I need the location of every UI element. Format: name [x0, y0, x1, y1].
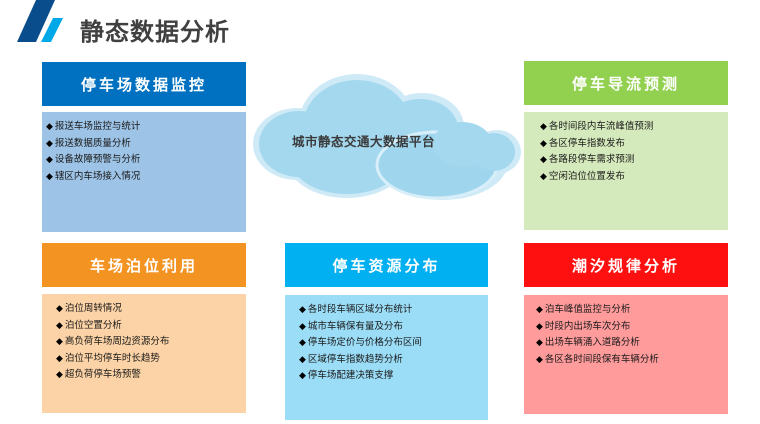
item-list: ◆各时段车辆区域分布统计 ◆城市车辆保有量及分布 ◆停车场定价与价格分布区间 ◆…: [299, 302, 488, 385]
list-item: ◆各区各时间段保有车辆分析: [536, 353, 659, 365]
diamond-bullet-icon: ◆: [299, 354, 306, 365]
module-header: 停车导流预测: [524, 61, 728, 105]
page-title: 静态数据分析: [80, 18, 230, 46]
module-title: 停车资源分布: [332, 256, 441, 275]
module-body: ◆各时间段内车流峰值预测 ◆各区停车指数发布 ◆各路段停车需求预测 ◆空闲泊位位…: [524, 112, 728, 230]
diamond-bullet-icon: ◆: [46, 138, 53, 149]
diamond-bullet-icon: ◆: [46, 122, 53, 132]
diamond-bullet-icon: ◆: [540, 171, 547, 182]
list-item: ◆区域停车指数趋势分析: [299, 353, 403, 365]
diamond-bullet-icon: ◆: [536, 321, 543, 332]
module-body: ◆泊车峰值监控与分析 ◆时段内出场车次分布 ◆出场车辆涌入道路分析 ◆各区各时间…: [524, 295, 728, 414]
list-item: ◆泊位平均停车时长趋势: [56, 352, 160, 364]
item-list: ◆各时间段内车流峰值预测 ◆各区停车指数发布 ◆各路段停车需求预测 ◆空闲泊位位…: [540, 119, 728, 185]
list-item: ◆泊位周转情况: [56, 303, 122, 314]
item-list: ◆泊位周转情况 ◆泊位空置分析 ◆高负荷车场周边资源分布 ◆泊位平均停车时长趋势…: [56, 301, 246, 384]
logo-icon: [17, 0, 63, 42]
diamond-bullet-icon: ◆: [540, 155, 547, 165]
list-item: ◆空闲泊位位置发布: [540, 170, 625, 182]
list-item: ◆高负荷车场周边资源分布: [56, 336, 170, 347]
diamond-bullet-icon: ◆: [56, 353, 63, 364]
diamond-bullet-icon: ◆: [46, 171, 53, 182]
list-item: ◆设备故障预警与分析: [46, 154, 141, 165]
list-item: ◆出场车辆涌入道路分析: [536, 337, 640, 348]
module-title: 停车导流预测: [571, 74, 680, 93]
diamond-bullet-icon: ◆: [56, 304, 63, 314]
module-title: 车场泊位利用: [89, 256, 198, 275]
diamond-bullet-icon: ◆: [299, 338, 306, 348]
list-item: ◆城市车辆保有量及分布: [299, 320, 403, 332]
item-list: ◆报送车场监控与统计 ◆报送数据质量分析 ◆设备故障预警与分析 ◆辖区内车场接入…: [46, 119, 246, 185]
module-parking-monitoring: 停车场数据监控 ◆报送车场监控与统计 ◆报送数据质量分析 ◆设备故障预警与分析 …: [42, 62, 246, 232]
diamond-bullet-icon: ◆: [540, 122, 547, 132]
diamond-bullet-icon: ◆: [536, 305, 543, 315]
list-item: ◆超负荷停车场预警: [56, 369, 141, 380]
list-item: ◆停车场配建决策支撑: [299, 370, 394, 381]
diamond-bullet-icon: ◆: [56, 370, 63, 380]
item-list: ◆泊车峰值监控与分析 ◆时段内出场车次分布 ◆出场车辆涌入道路分析 ◆各区各时间…: [536, 302, 728, 368]
cloud-icon: [253, 74, 521, 200]
diamond-bullet-icon: ◆: [299, 371, 306, 381]
module-body: ◆报送车场监控与统计 ◆报送数据质量分析 ◆设备故障预警与分析 ◆辖区内车场接入…: [42, 112, 246, 232]
module-header: 车场泊位利用: [42, 243, 246, 287]
diamond-bullet-icon: ◆: [56, 320, 63, 331]
list-item: ◆泊位空置分析: [56, 319, 122, 331]
list-item: ◆报送数据质量分析: [46, 137, 131, 149]
list-item: ◆报送车场监控与统计: [46, 121, 141, 132]
module-berth-utilization: 车场泊位利用 ◆泊位周转情况 ◆泊位空置分析 ◆高负荷车场周边资源分布 ◆泊位平…: [42, 243, 246, 413]
platform-label: 城市静态交通大数据平台: [292, 134, 436, 149]
diamond-bullet-icon: ◆: [536, 354, 543, 365]
diamond-bullet-icon: ◆: [540, 138, 547, 149]
diamond-bullet-icon: ◆: [299, 305, 306, 315]
list-item: ◆各时间段内车流峰值预测: [540, 121, 654, 132]
list-item: ◆泊车峰值监控与分析: [536, 304, 631, 315]
list-item: ◆停车场定价与价格分布区间: [299, 337, 422, 348]
module-parking-guidance: 停车导流预测 ◆各时间段内车流峰值预测 ◆各区停车指数发布 ◆各路段停车需求预测…: [524, 61, 728, 230]
module-body: ◆泊位周转情况 ◆泊位空置分析 ◆高负荷车场周边资源分布 ◆泊位平均停车时长趋势…: [42, 294, 246, 413]
diamond-bullet-icon: ◆: [299, 321, 306, 332]
module-header: 停车场数据监控: [42, 62, 246, 106]
module-title: 潮汐规律分析: [571, 256, 680, 275]
list-item: ◆各时段车辆区域分布统计: [299, 304, 413, 315]
module-resource-distribution: 停车资源分布 ◆各时段车辆区域分布统计 ◆城市车辆保有量及分布 ◆停车场定价与价…: [285, 243, 488, 420]
list-item: ◆辖区内车场接入情况: [46, 170, 141, 182]
diamond-bullet-icon: ◆: [536, 338, 543, 348]
diamond-bullet-icon: ◆: [46, 155, 53, 165]
list-item: ◆时段内出场车次分布: [536, 320, 631, 332]
module-body: ◆各时段车辆区域分布统计 ◆城市车辆保有量及分布 ◆停车场定价与价格分布区间 ◆…: [285, 295, 488, 420]
module-header: 停车资源分布: [285, 243, 488, 287]
list-item: ◆各区停车指数发布: [540, 137, 625, 149]
module-title: 停车场数据监控: [80, 75, 207, 94]
module-tidal-analysis: 潮汐规律分析 ◆泊车峰值监控与分析 ◆时段内出场车次分布 ◆出场车辆涌入道路分析…: [524, 243, 728, 414]
diamond-bullet-icon: ◆: [56, 337, 63, 347]
module-header: 潮汐规律分析: [524, 243, 728, 287]
list-item: ◆各路段停车需求预测: [540, 154, 635, 165]
